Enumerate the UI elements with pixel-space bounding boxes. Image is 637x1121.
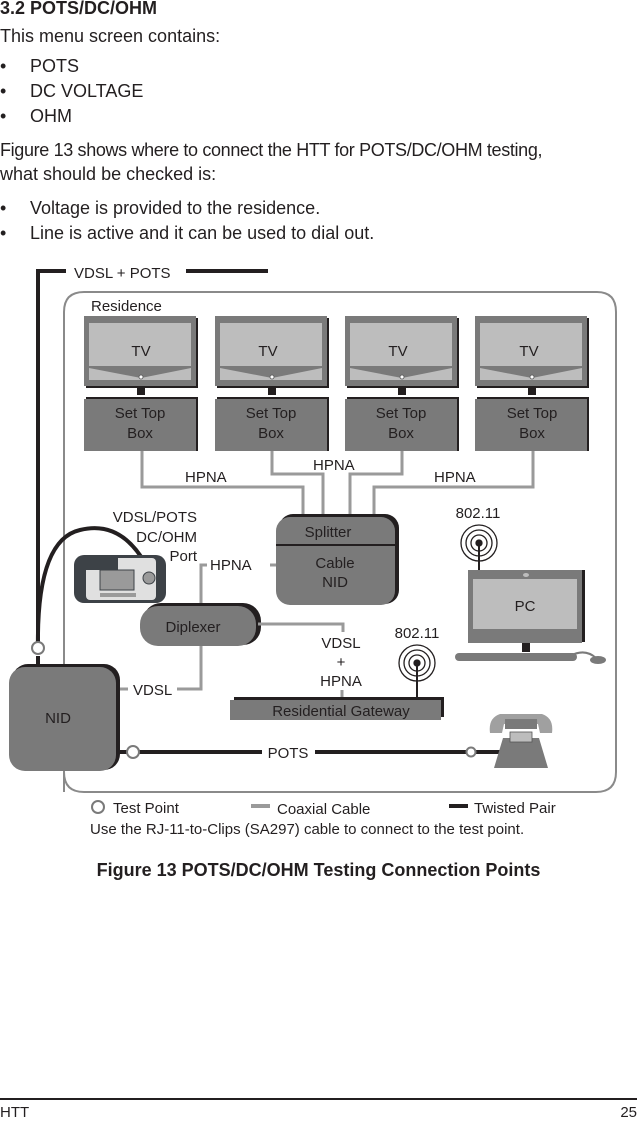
tv-label: TV	[519, 343, 538, 360]
port-label-line3: Port	[169, 548, 197, 565]
paragraph-line-2: what should be checked is:	[0, 164, 217, 184]
stb-label-line1: Set Top	[246, 405, 297, 422]
hpna-diplexer-line	[199, 563, 207, 606]
hpna-label-diplexer: HPNA	[210, 557, 252, 574]
vdsl-hpna-label-line1: VDSL	[321, 635, 360, 652]
wifi-label-pc: 802.11	[456, 505, 501, 522]
telephone-icon	[489, 714, 553, 768]
figure-caption: Figure 13 POTS/DC/OHM Testing Connection…	[96, 860, 541, 880]
splitter-cable-nid: Splitter Cable NID	[276, 514, 399, 605]
intro-text: This menu screen contains:	[0, 26, 221, 46]
stb-label-line1: Set Top	[507, 405, 558, 422]
residence-label: Residence	[91, 298, 162, 315]
nid-label: NID	[45, 710, 71, 727]
stb-label-line1: Set Top	[115, 405, 166, 422]
diplexer-gateway-line	[258, 622, 345, 632]
hpna-label-center: HPNA	[313, 457, 355, 474]
connection-diagram: VDSL + POTS Residence TV Set Top Box TV …	[9, 265, 617, 838]
wifi-icon-gateway	[398, 644, 436, 698]
tv-label: TV	[388, 343, 407, 360]
test-point-nid-pots	[126, 745, 140, 759]
vdsl-hpna-label-line3: HPNA	[320, 673, 362, 690]
tv-label: TV	[258, 343, 277, 360]
legend-twisted-label: Twisted Pair	[474, 800, 556, 817]
gateway-label: Residential Gateway	[272, 703, 410, 720]
splitter-label: Splitter	[305, 524, 352, 541]
footer-divider	[0, 1098, 637, 1100]
port-label-line1: VDSL/POTS	[113, 509, 197, 526]
diplexer: Diplexer	[140, 603, 261, 646]
pc-label: PC	[515, 598, 536, 615]
vdsl-coax-line	[177, 646, 203, 691]
hpna-label-right: HPNA	[434, 469, 476, 486]
menu-item-dc-voltage: •DC VOLTAGE	[0, 81, 144, 101]
pc-icon: PC	[455, 570, 606, 664]
nid: NID	[9, 664, 120, 771]
legend-test-point-label: Test Point	[113, 800, 180, 817]
wifi-label-gateway: 802.11	[395, 625, 440, 642]
residential-gateway: Residential Gateway	[230, 697, 444, 720]
legend-coax-label: Coaxial Cable	[277, 801, 370, 818]
wifi-icon-pc	[460, 524, 498, 570]
cable-nid-label-line2: NID	[322, 574, 348, 591]
tv-group-2: TV Set Top Box	[215, 316, 329, 451]
check-item-voltage: •Voltage is provided to the residence.	[0, 198, 321, 218]
menu-item-pots: •POTS	[0, 56, 80, 76]
pots-label: POTS	[268, 745, 309, 762]
hpna-label-left: HPNA	[185, 469, 227, 486]
check-item-line-active: •Line is active and it can be used to di…	[0, 223, 375, 243]
vdsl-pots-line	[36, 269, 66, 650]
tv-label: TV	[131, 343, 150, 360]
vdsl-hpna-label-line2: +	[337, 654, 346, 671]
stb-label-line1: Set Top	[376, 405, 427, 422]
tv-group-1: TV Set Top Box	[84, 316, 198, 451]
tv-group-4: TV Set Top Box	[475, 316, 589, 451]
diplexer-label: Diplexer	[165, 619, 220, 636]
menu-item-ohm: •OHM	[0, 106, 72, 126]
legend-test-point-icon	[91, 800, 105, 814]
stb-label-line2: Box	[127, 425, 153, 442]
footer-doc-name: HTT	[0, 1104, 30, 1121]
htt-device-icon	[74, 555, 166, 603]
paragraph-line-1: Figure 13 shows where to connect the HTT…	[0, 140, 543, 160]
vdsl-label: VDSL	[133, 682, 172, 699]
stb-label-line2: Box	[388, 425, 414, 442]
tv-group-3: TV Set Top Box	[345, 316, 459, 451]
test-point-phone	[465, 746, 477, 758]
legend-note: Use the RJ-11-to-Clips (SA297) cable to …	[90, 821, 524, 838]
section-heading: 3.2 POTS/DC/OHM	[0, 0, 158, 18]
stb-label-line2: Box	[519, 425, 545, 442]
hpna-coax-lines	[140, 451, 535, 517]
test-point-vdsl-pots	[31, 641, 45, 655]
stb-label-line2: Box	[258, 425, 284, 442]
residence-boundary	[63, 291, 617, 793]
cable-nid-label-line1: Cable	[315, 555, 354, 572]
port-label-line2: DC/OHM	[136, 529, 197, 546]
footer-page-number: 25	[620, 1104, 637, 1121]
vdsl-pots-label: VDSL + POTS	[74, 265, 171, 282]
htt-test-cable	[35, 526, 147, 651]
